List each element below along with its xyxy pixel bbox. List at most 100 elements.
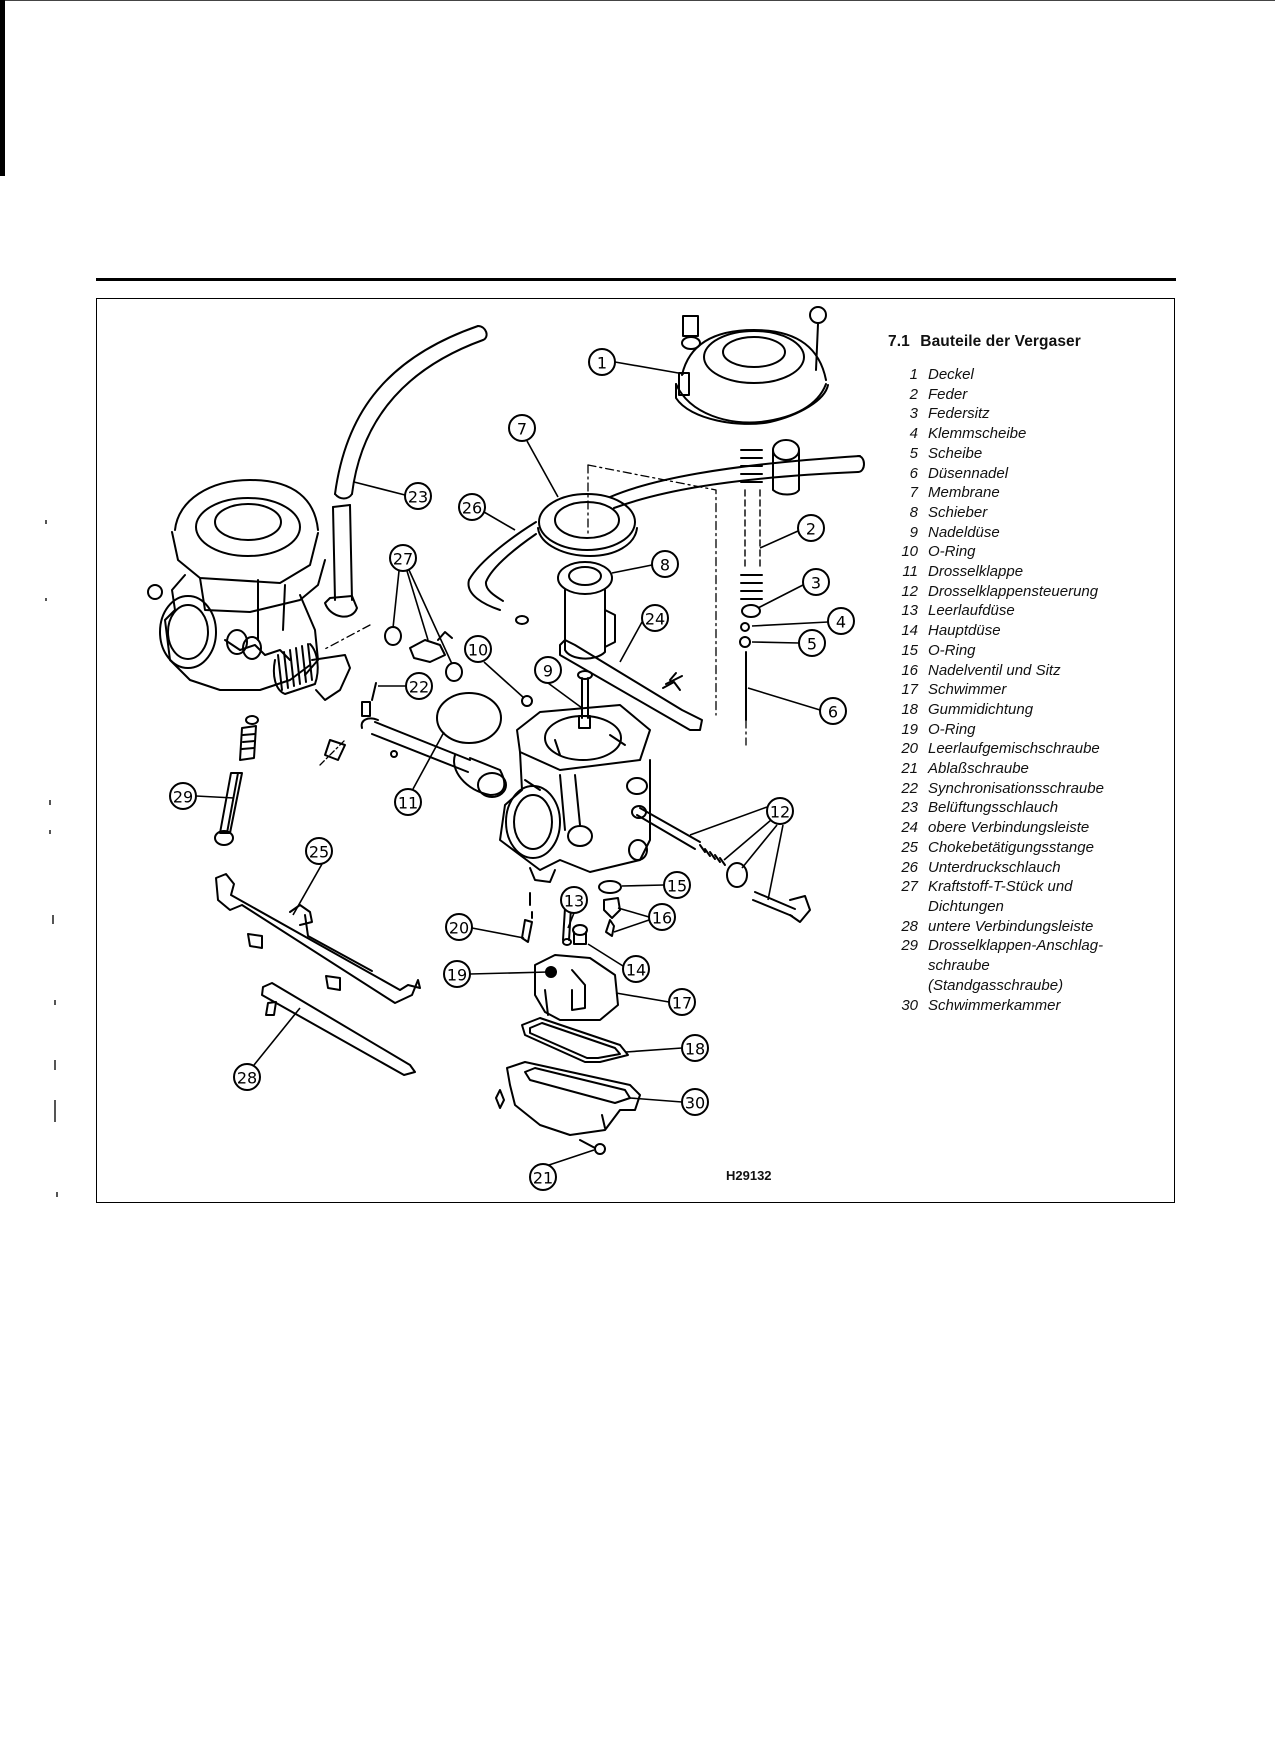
callout-7: 7 [508, 414, 536, 442]
legend-item-label: Schieber [928, 503, 988, 521]
callout-circle [529, 1163, 557, 1191]
legend-item-label: Ablaßschraube [928, 760, 1029, 778]
legend-item: 10 O-Ring [888, 542, 1168, 562]
choke-rod-part [215, 873, 421, 1004]
margin-mark [52, 915, 54, 924]
needle-assembly-part [739, 439, 800, 746]
legend-item: 12 Drosselklappensteuerung [888, 582, 1168, 602]
legend-item-number: 14 [901, 622, 918, 640]
legend-item-label: Nadeldüse [928, 523, 1000, 541]
upper-connecting-bar-part [559, 639, 703, 731]
float-valve-parts [598, 880, 622, 937]
legend-item-number: 12 [901, 582, 918, 600]
legend-item-number: 24 [901, 819, 918, 837]
callout-number: 15 [667, 877, 687, 896]
throttle-parts [319, 682, 507, 798]
callout-number: 14 [626, 961, 646, 980]
gasket-part [521, 1017, 629, 1063]
callout-circle [648, 903, 676, 931]
legend-item-number: 13 [901, 602, 918, 620]
callout-circle [445, 913, 473, 941]
legend-item-label: Belüftungsschlauch [928, 799, 1059, 817]
callout-13: 13 [560, 886, 588, 914]
lower-connecting-bar-part [261, 982, 416, 1076]
legend-item-number: 6 [909, 464, 918, 482]
legend-item-number: 27 [901, 878, 918, 896]
callout-1: 1 [588, 348, 616, 376]
callout-28: 28 [233, 1063, 261, 1091]
callout-number: 17 [672, 994, 692, 1013]
callout-circle [458, 493, 486, 521]
callout-9: 9 [534, 656, 562, 684]
legend-item-label: Scheibe [928, 444, 983, 462]
legend-item-label: Drosselklappensteuerung [928, 582, 1099, 600]
callout-circle [827, 607, 855, 635]
callout-circle [766, 797, 794, 825]
callout-10: 10 [464, 635, 492, 663]
legend-item-label: O-Ring [928, 543, 976, 561]
legend-item-label: Unterdruckschlauch [928, 858, 1061, 876]
callout-circle [588, 348, 616, 376]
legend-item-label: Kraftstoff-T-Stück und Dichtungen [928, 878, 1073, 915]
legend-item: 8 Schieber [888, 503, 1168, 523]
callout-number: 23 [408, 488, 428, 507]
legend-item-number: 29 [901, 937, 918, 955]
breather-hose-part [324, 325, 488, 618]
callout-circle [443, 960, 471, 988]
callout-circle [534, 656, 562, 684]
callout-15: 15 [663, 871, 691, 899]
callout-circle [819, 697, 847, 725]
legend-item-label: Feder [928, 385, 968, 403]
legend-item-number: 3 [909, 405, 918, 423]
legend-item-number: 10 [901, 543, 918, 561]
float-chamber-part [495, 1061, 641, 1155]
legend-item: 30 Schwimmerkammer [888, 996, 1168, 1016]
vacuum-hose-part [467, 455, 865, 625]
callout-circle [394, 788, 422, 816]
callout-8: 8 [651, 550, 679, 578]
callout-circle [651, 550, 679, 578]
callout-number: 25 [309, 843, 329, 862]
margin-mark [45, 520, 47, 524]
callout-number: 27 [393, 550, 413, 569]
legend-item: 28 untere Verbindungsleiste [888, 917, 1168, 937]
callout-number: 10 [468, 641, 488, 660]
callout-circle [404, 482, 432, 510]
legend-item-label: Membrane [928, 484, 1000, 502]
figure-code: H29132 [726, 1168, 772, 1183]
callout-circle [802, 568, 830, 596]
legend-item-label: Klemmscheibe [928, 425, 1027, 443]
callout-circle [405, 672, 433, 700]
legend-item-label: untere Verbindungsleiste [928, 917, 1094, 935]
legend-item-label: O-Ring [928, 641, 976, 659]
callout-3: 3 [802, 568, 830, 596]
callout-circle [233, 1063, 261, 1091]
callout-24: 24 [641, 604, 669, 632]
legend-item-number: 28 [901, 917, 918, 935]
legend-item-label: Drosselklappen-Anschlag-schraube (Standg… [928, 937, 1104, 994]
legend-item-number: 30 [901, 996, 918, 1014]
callout-number: 9 [543, 662, 553, 681]
callout-circle [305, 837, 333, 865]
legend-item-number: 16 [901, 661, 918, 679]
legend-item-number: 8 [909, 503, 918, 521]
callout-circle [169, 782, 197, 810]
callout-20: 20 [445, 913, 473, 941]
scan-top-edge [0, 0, 1275, 1]
legend-item-number: 1 [909, 366, 918, 383]
legend-item-label: Schwimmerkammer [928, 996, 1061, 1014]
callout-12: 12 [766, 797, 794, 825]
main-carburettor-body [499, 704, 651, 883]
header-rule [96, 278, 1176, 281]
callout-17: 17 [668, 988, 696, 1016]
callout-number: 3 [811, 574, 821, 593]
